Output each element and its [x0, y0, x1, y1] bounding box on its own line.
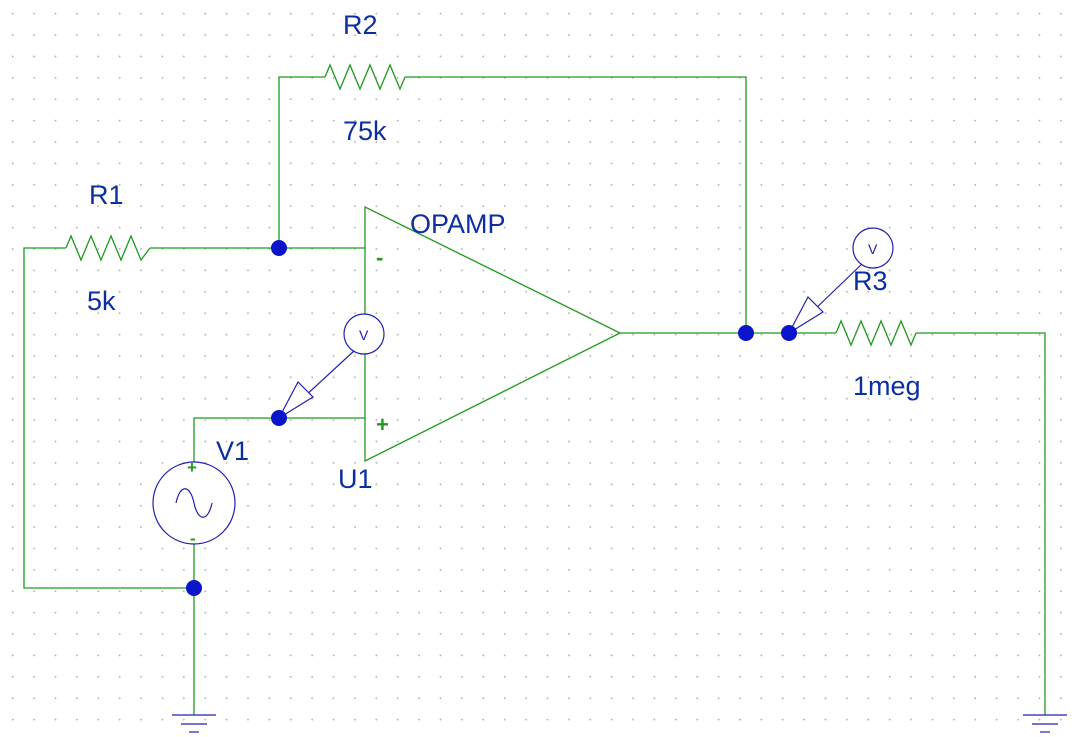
resistor-r1[interactable]: R1 5k: [65, 180, 151, 316]
opamp-noninverting-sign: +: [376, 412, 389, 437]
v1-minus-sign: -: [190, 529, 196, 548]
opamp-icon: [364, 205, 622, 463]
wires: [23, 76, 1046, 715]
ground-icon: [1023, 714, 1067, 733]
wire-r3-right[interactable]: [916, 332, 1046, 715]
resistor-r3[interactable]: R3 1meg: [835, 266, 921, 401]
junction-dot[interactable]: [271, 410, 287, 426]
probe-label: V: [359, 327, 369, 343]
voltage-probe-input[interactable]: V: [277, 313, 385, 420]
r1-ref-label: R1: [89, 180, 124, 210]
r2-ref-label: R2: [343, 10, 378, 40]
r1-value-label: 5k: [87, 286, 116, 316]
voltage-probe-output[interactable]: V: [787, 227, 894, 335]
opamp-ref-label: U1: [338, 464, 373, 494]
r2-value-label: 75k: [343, 116, 387, 146]
ac-source-v1[interactable]: + - V1: [152, 436, 249, 548]
junction-dot[interactable]: [781, 325, 797, 341]
probe-head-icon: [852, 227, 894, 269]
opamp-value-label: OPAMP: [410, 209, 506, 239]
probe-stem: [302, 349, 356, 399]
junction-dot[interactable]: [738, 325, 754, 341]
resistor-icon: [65, 234, 151, 262]
wire-feedback-left[interactable]: [278, 76, 325, 248]
ground-right[interactable]: [1023, 714, 1067, 733]
probe-stem: [811, 262, 864, 313]
voltage-probe-icon: [277, 381, 314, 420]
opamp-u1[interactable]: - + OPAMP U1: [338, 205, 622, 494]
ground-left[interactable]: [172, 714, 216, 733]
junction-dot[interactable]: [186, 580, 202, 596]
v1-plus-sign: +: [187, 458, 197, 477]
wire-feedback-right[interactable]: [405, 76, 747, 333]
probe-head-icon: [343, 313, 385, 355]
r3-ref-label: R3: [853, 266, 888, 296]
probe-label: V: [868, 241, 878, 257]
junctions: [186, 240, 797, 596]
resistor-r2[interactable]: R2 75k: [324, 10, 406, 146]
opamp-inverting-sign: -: [376, 245, 383, 270]
resistor-icon: [324, 63, 406, 91]
v1-ref-label: V1: [216, 436, 249, 466]
ground-icon: [172, 714, 216, 733]
resistor-icon: [835, 319, 917, 347]
wire-r1-left[interactable]: [23, 247, 194, 589]
sine-wave-icon: [175, 488, 213, 518]
r3-value-label: 1meg: [853, 371, 921, 401]
voltage-probe-icon: [787, 296, 824, 335]
junction-dot[interactable]: [271, 240, 287, 256]
wire-v1-to-noninv[interactable]: [193, 417, 365, 462]
